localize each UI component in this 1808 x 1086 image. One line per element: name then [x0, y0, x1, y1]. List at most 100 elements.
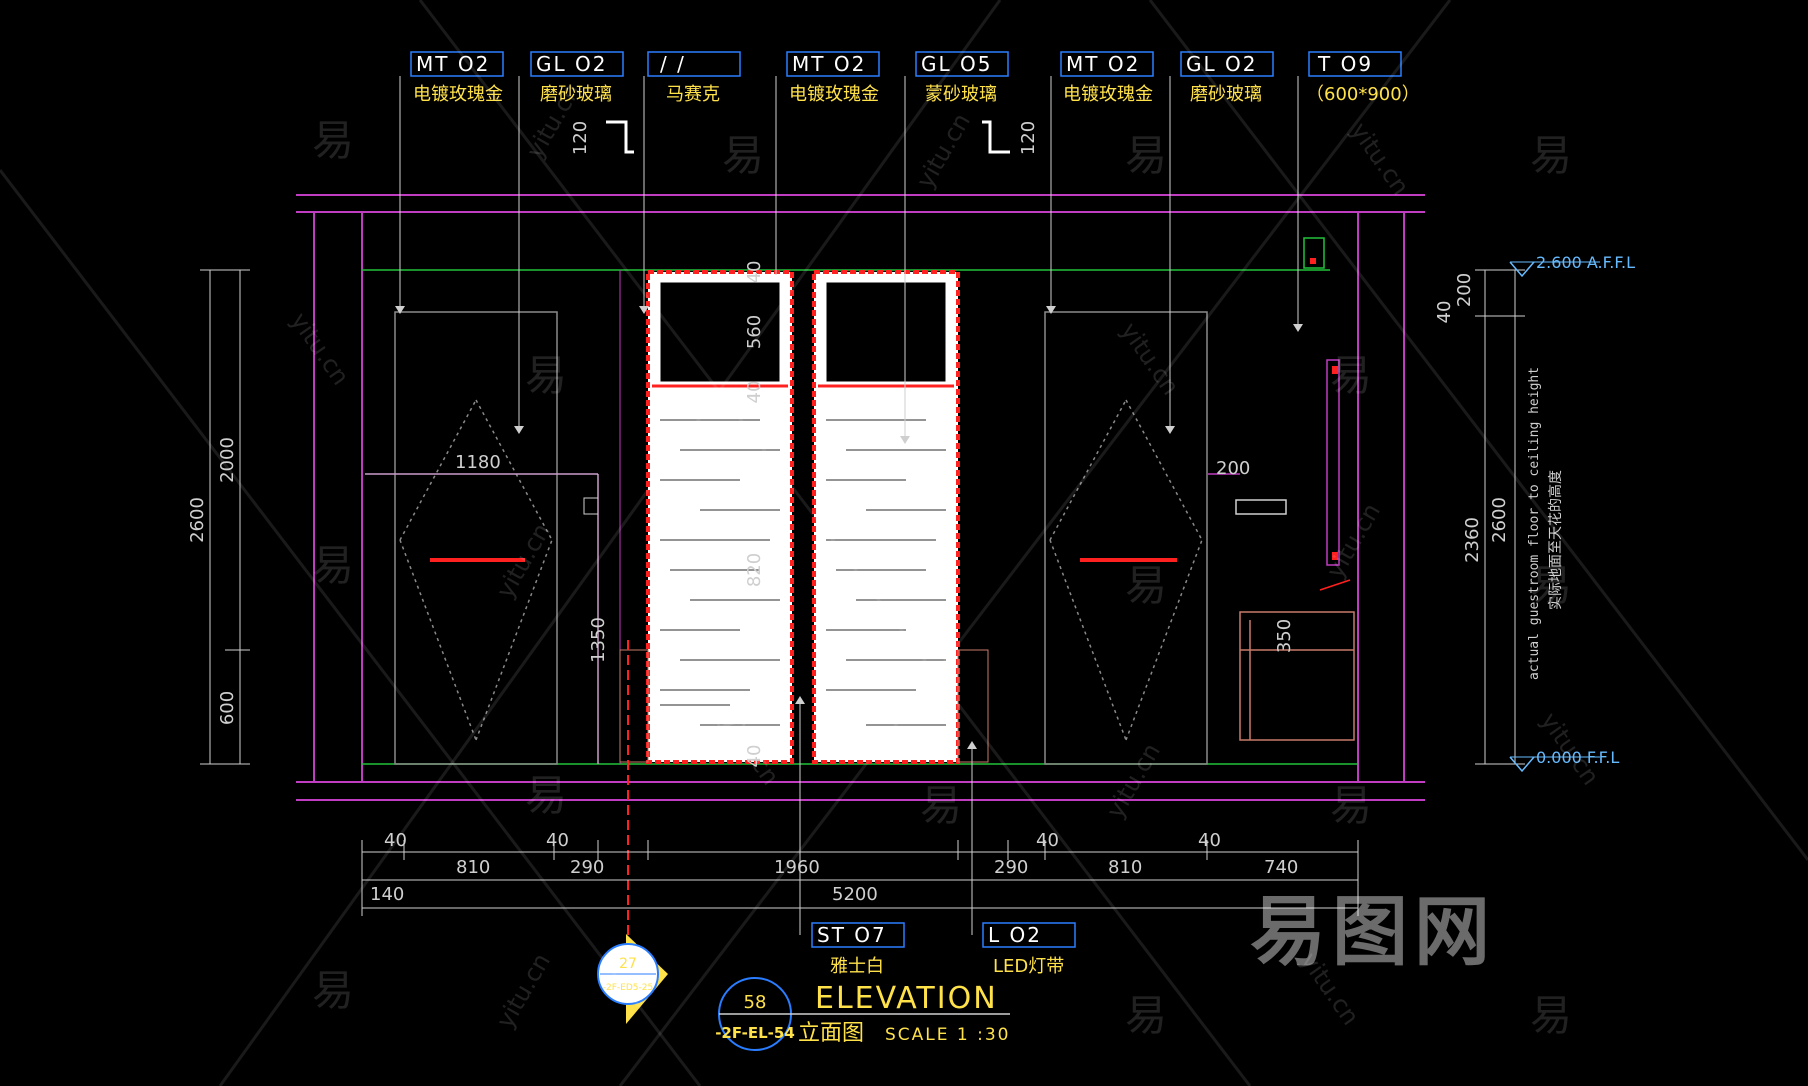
watermark-char: 易 [312, 116, 354, 165]
material-tag: T O9 （600*900） [1306, 51, 1420, 105]
dim-right-top2: 40 [1434, 301, 1455, 324]
structure-lines [296, 194, 1425, 801]
level-markers [1509, 261, 1600, 773]
svg-text:电镀玫瑰金: 电镀玫瑰金 [789, 84, 879, 105]
watermark-url: yitu.cn [911, 108, 976, 193]
dim-200: 200 [1216, 458, 1250, 479]
material-tag: GL O2 磨砂玻璃 [530, 51, 624, 105]
title-block: 58 -2F-EL-54 ELEVATION 立面图 SCALE 1 :30 [715, 977, 1011, 1051]
watermark-url: yitu.cn [285, 307, 355, 390]
shower-area [1235, 237, 1355, 741]
door-right [812, 270, 960, 764]
watermark-char: 易 [1330, 781, 1372, 830]
watermark-char: 易 [312, 966, 354, 1015]
dim-bottom-40-1: 40 [384, 830, 407, 851]
dim-door-820: 820 [744, 553, 765, 587]
left-mirror-panel [365, 270, 621, 765]
drawing-subtitle: 立面图 [798, 1021, 864, 1046]
svg-text:电镀玫瑰金: 电镀玫瑰金 [1063, 84, 1153, 105]
watermark-logo: 易图网 [1250, 887, 1496, 976]
svg-text:GL O2: GL O2 [536, 52, 607, 76]
switch-left [583, 497, 599, 515]
material-tag: MT O2 电镀玫瑰金 [786, 51, 880, 105]
dim-bottom-1960: 1960 [774, 857, 820, 878]
vertical-note-zh: 实际地面至天花的高度 [1547, 470, 1564, 610]
svg-text:L O2: L O2 [988, 923, 1042, 947]
svg-text:雅士白: 雅士白 [830, 956, 884, 977]
dim-bottom-40-3: 40 [1036, 830, 1059, 851]
left-dimensions [200, 269, 250, 765]
svg-text:LED灯带: LED灯带 [993, 956, 1064, 977]
floor-level: 0.000 F.F.L [1536, 748, 1619, 767]
drawing-scale: SCALE 1 :30 [885, 1025, 1011, 1045]
watermark-url: yitu.cn [491, 948, 556, 1033]
material-tag: L O2 LED灯带 [982, 922, 1076, 977]
bottom-dimension-lines [361, 840, 1359, 916]
dim-right-top: 200 [1454, 273, 1475, 307]
inner-dimension-lines [365, 473, 599, 764]
vertical-note-en: actual guestroom floor to ceiling height [1527, 367, 1542, 680]
material-tag: GL O2 磨砂玻璃 [1180, 51, 1274, 105]
watermark-url: yitu.cn [1321, 498, 1386, 583]
dim-bottom-40-2: 40 [546, 830, 569, 851]
svg-text:GL O2: GL O2 [1186, 52, 1257, 76]
dim-door-40a: 40 [744, 261, 765, 284]
svg-text:ST O7: ST O7 [817, 923, 887, 947]
svg-text:磨砂玻璃: 磨砂玻璃 [1190, 84, 1262, 105]
leader-lines [399, 76, 1299, 935]
dim-door-560: 560 [744, 315, 765, 349]
dim-bottom-740: 740 [1264, 857, 1298, 878]
svg-text:/ /: / / [660, 52, 686, 76]
ceiling-level: 2.600 A.F.F.L [1536, 253, 1635, 272]
dim-left-lower: 600 [217, 691, 238, 725]
watermark-char: 易 [312, 541, 354, 590]
dim-bottom-290-2: 290 [994, 857, 1028, 878]
door-left [646, 270, 794, 764]
section-marker: 27 -2F-ED5-25 [597, 934, 668, 1024]
dim-left-total: 2600 [187, 497, 208, 543]
dim-bottom-40-4: 40 [1198, 830, 1221, 851]
svg-text:（600*900）: （600*900） [1306, 84, 1420, 105]
dim-door-40b: 40 [744, 381, 765, 404]
watermark-url: yitu.cn [1101, 738, 1166, 823]
svg-text:T O9: T O9 [1317, 52, 1373, 76]
dim-right-total: 2600 [1489, 497, 1510, 543]
dim-cap-top2: 120 [1018, 121, 1039, 155]
dim-right-mid: 2360 [1462, 517, 1483, 563]
door-side-frames [619, 649, 989, 763]
watermark-url: yitu.cn [1345, 117, 1415, 200]
svg-text:GL O5: GL O5 [921, 52, 992, 76]
dim-bottom-810-2: 810 [1108, 857, 1142, 878]
material-tags-bottom: ST O7 雅士白 L O2 LED灯带 [811, 922, 1076, 977]
watermark-char: 易 [1530, 131, 1572, 180]
dim-door-40c: 40 [744, 745, 765, 768]
watermark-char: 易 [722, 131, 764, 180]
svg-text:电镀玫瑰金: 电镀玫瑰金 [413, 84, 503, 105]
svg-text:马赛克: 马赛克 [666, 84, 720, 105]
dim-bottom-810-1: 810 [456, 857, 490, 878]
bubble-number: 58 [744, 992, 767, 1013]
section-ref: -2F-ED5-25 [603, 983, 653, 993]
dim-bottom-140: 140 [370, 884, 404, 905]
watermark-char: 易 [920, 781, 962, 830]
dim-350: 350 [1274, 619, 1295, 653]
material-tag: MT O2 电镀玫瑰金 [1060, 51, 1154, 105]
drawing-heading: ELEVATION [815, 981, 998, 1016]
svg-text:MT O2: MT O2 [1066, 52, 1140, 76]
leader-arrows [395, 306, 1303, 749]
svg-text:MT O2: MT O2 [416, 52, 490, 76]
dim-bottom-290-1: 290 [570, 857, 604, 878]
watermark-char: 易 [525, 351, 567, 400]
dim-1350: 1350 [588, 617, 609, 663]
material-tag: GL O5 蒙砂玻璃 [915, 51, 1009, 105]
material-tag: MT O2 电镀玫瑰金 [410, 51, 504, 105]
dim-bottom-5200: 5200 [832, 884, 878, 905]
dim-1180: 1180 [455, 452, 501, 473]
watermark-char: 易 [1125, 561, 1167, 610]
watermark-char: 易 [1530, 561, 1572, 610]
svg-text:蒙砂玻璃: 蒙砂玻璃 [925, 84, 997, 105]
material-tag: / / 马赛克 [647, 51, 741, 105]
watermark-char: 易 [1125, 131, 1167, 180]
watermark-char: 易 [1125, 991, 1167, 1040]
